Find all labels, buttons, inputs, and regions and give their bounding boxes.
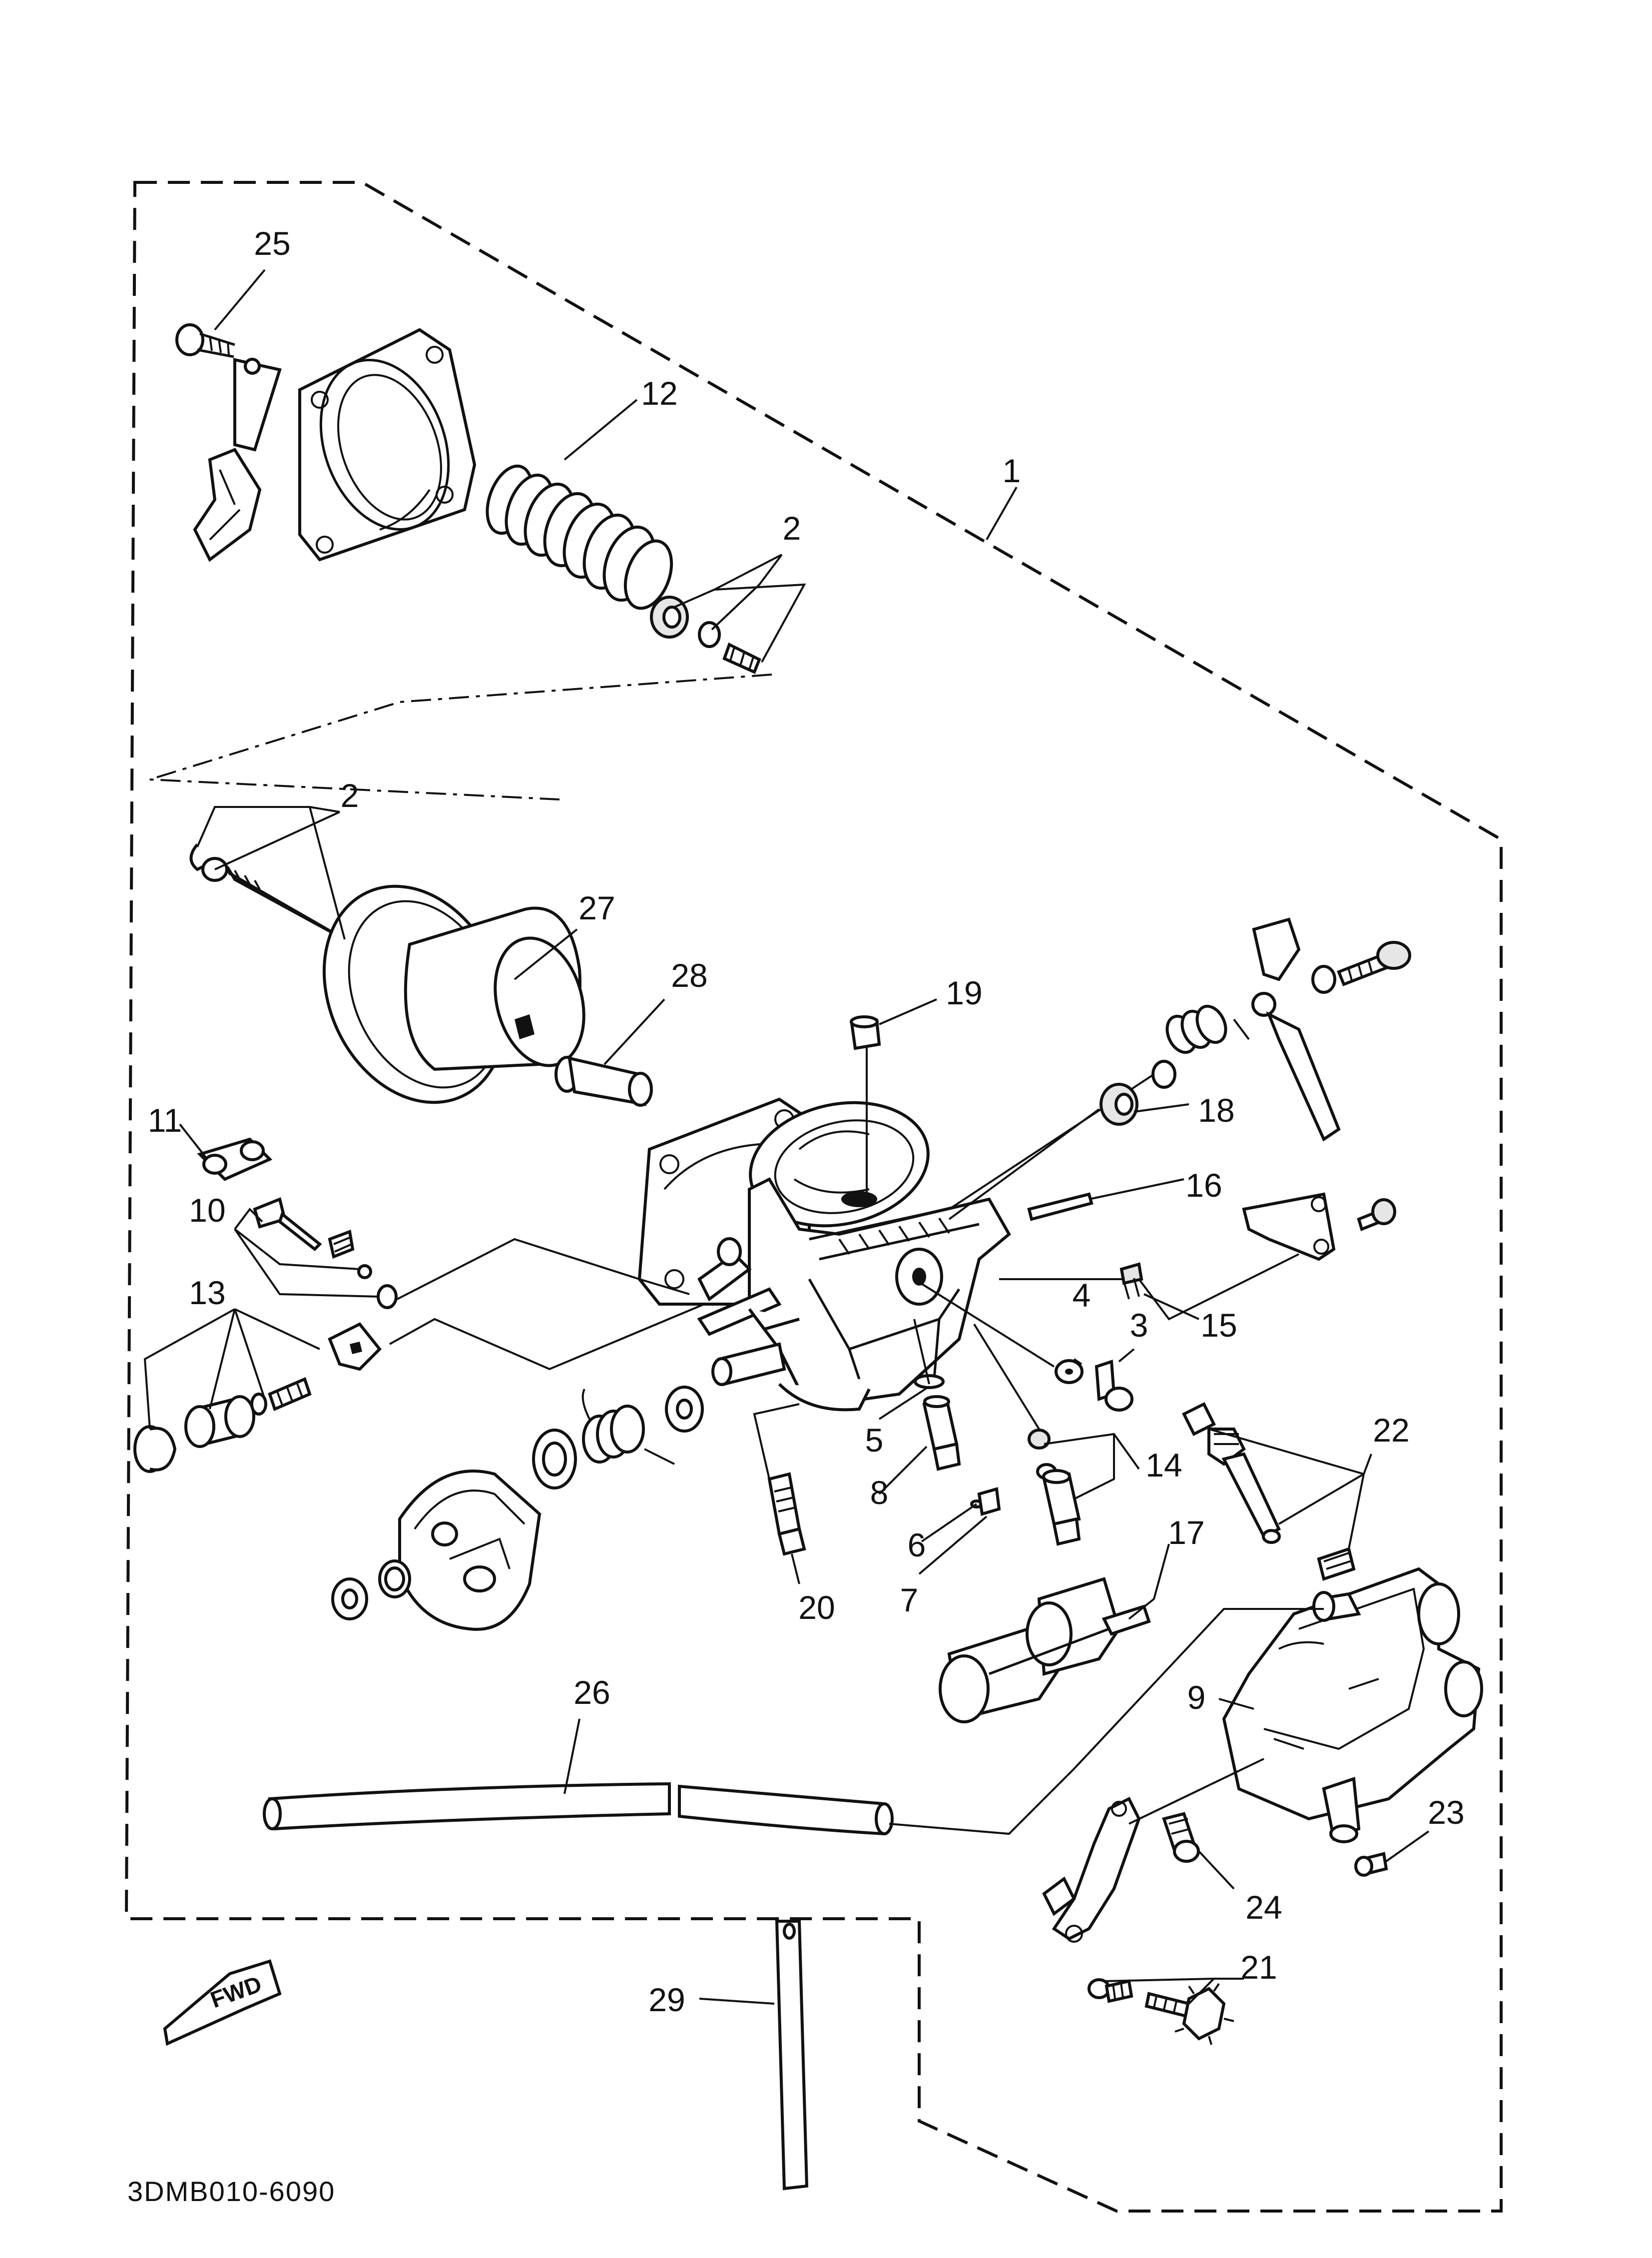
callout-28: 28 bbox=[671, 957, 707, 994]
needle-jet-28 bbox=[554, 1056, 653, 1107]
callout-22: 22 bbox=[1373, 1412, 1409, 1449]
main-jet-holder bbox=[913, 1319, 961, 1471]
callout-17: 17 bbox=[1168, 1514, 1204, 1551]
pilot-screw-10 bbox=[253, 1197, 690, 1309]
callout-10: 10 bbox=[189, 1192, 225, 1229]
top-cover-group bbox=[175, 323, 761, 675]
jet-needle-group bbox=[189, 843, 346, 941]
assembly-boundary bbox=[124, 181, 1503, 2213]
callout-24: 24 bbox=[1245, 1889, 1282, 1926]
spring-upper-right bbox=[1151, 1004, 1250, 1089]
callout-3: 3 bbox=[1130, 1307, 1148, 1344]
callout-18: 18 bbox=[1198, 1092, 1234, 1129]
callout-12: 12 bbox=[641, 375, 677, 412]
choke-lever bbox=[1042, 1758, 1264, 1943]
callout-11: 11 bbox=[148, 1102, 182, 1139]
callout-21: 21 bbox=[1240, 1949, 1277, 1986]
leader-needle-upper bbox=[149, 674, 772, 800]
float-17 bbox=[939, 1577, 1151, 1723]
callout-23: 23 bbox=[1428, 1794, 1464, 1831]
callout-16: 16 bbox=[1185, 1167, 1222, 1204]
screw-24 bbox=[1162, 1812, 1200, 1863]
callout-8: 8 bbox=[870, 1474, 889, 1511]
plug-19 bbox=[850, 1015, 881, 1199]
screw-3 bbox=[1095, 1359, 1133, 1412]
callout-25: 25 bbox=[254, 225, 290, 262]
callout-2-lower: 2 bbox=[341, 777, 359, 814]
main-jet-6-7 bbox=[970, 1487, 1001, 1516]
throttle-lever-upper bbox=[1251, 917, 1411, 1142]
screw-25 bbox=[175, 323, 235, 358]
pilot-jet-20 bbox=[753, 1403, 806, 1556]
callout-19: 19 bbox=[946, 974, 982, 1011]
callout-14: 14 bbox=[1145, 1447, 1182, 1484]
callout-7: 7 bbox=[900, 1581, 919, 1618]
starter-plunger-13 bbox=[133, 1303, 705, 1473]
callout-29: 29 bbox=[648, 1981, 685, 2018]
washer-4 bbox=[1055, 1359, 1084, 1384]
diaphragm-27 bbox=[322, 884, 585, 1104]
callout-9: 9 bbox=[1187, 1679, 1206, 1716]
enricher-diaphragm bbox=[532, 1386, 704, 1490]
nut-and-washer bbox=[331, 1559, 411, 1620]
callout-27: 27 bbox=[578, 889, 615, 926]
plate-11 bbox=[197, 1137, 273, 1181]
leader-washer bbox=[913, 1278, 1055, 1368]
cable-bracket bbox=[193, 358, 282, 562]
callout-15: 15 bbox=[1200, 1307, 1237, 1344]
pin-16 bbox=[1027, 1192, 1094, 1221]
screw-15 bbox=[1119, 1262, 1143, 1300]
carburetor-body bbox=[637, 1097, 1011, 1412]
callout-2-upper: 2 bbox=[783, 510, 801, 547]
callout-5: 5 bbox=[865, 1422, 884, 1459]
forward-arrow: FWD bbox=[163, 1959, 282, 2046]
enricher-cover bbox=[398, 1470, 542, 1631]
callout-labels: 1 2 2 3 4 5 6 7 8 9 10 11 12 13 14 15 16… bbox=[148, 225, 1465, 2018]
needle-valve-14 bbox=[973, 1323, 1081, 1546]
float-bowl-9 bbox=[1222, 1567, 1483, 1843]
diagram-code: 3DMB010-6090 bbox=[127, 2176, 335, 2207]
callout-13: 13 bbox=[189, 1274, 225, 1311]
clip-set-2-upper bbox=[650, 596, 761, 675]
callout-4: 4 bbox=[1073, 1277, 1091, 1314]
callout-leaders bbox=[143, 269, 1430, 2005]
collar-18 bbox=[948, 1083, 1138, 1220]
screw-23 bbox=[1354, 1852, 1388, 1877]
callout-6: 6 bbox=[908, 1526, 926, 1563]
callout-1: 1 bbox=[1003, 452, 1021, 489]
fuel-hose-26 bbox=[263, 1608, 1324, 1836]
callout-26: 26 bbox=[573, 1674, 610, 1711]
top-cover bbox=[298, 328, 477, 562]
gasket-strip-29 bbox=[775, 1920, 809, 2191]
starter-22 bbox=[1181, 1402, 1356, 1581]
spring-12 bbox=[486, 464, 673, 610]
throttle-lever-lower bbox=[999, 1192, 1396, 1321]
callout-20: 20 bbox=[798, 1589, 835, 1626]
throttle-stop-21 bbox=[1088, 1978, 1234, 2045]
